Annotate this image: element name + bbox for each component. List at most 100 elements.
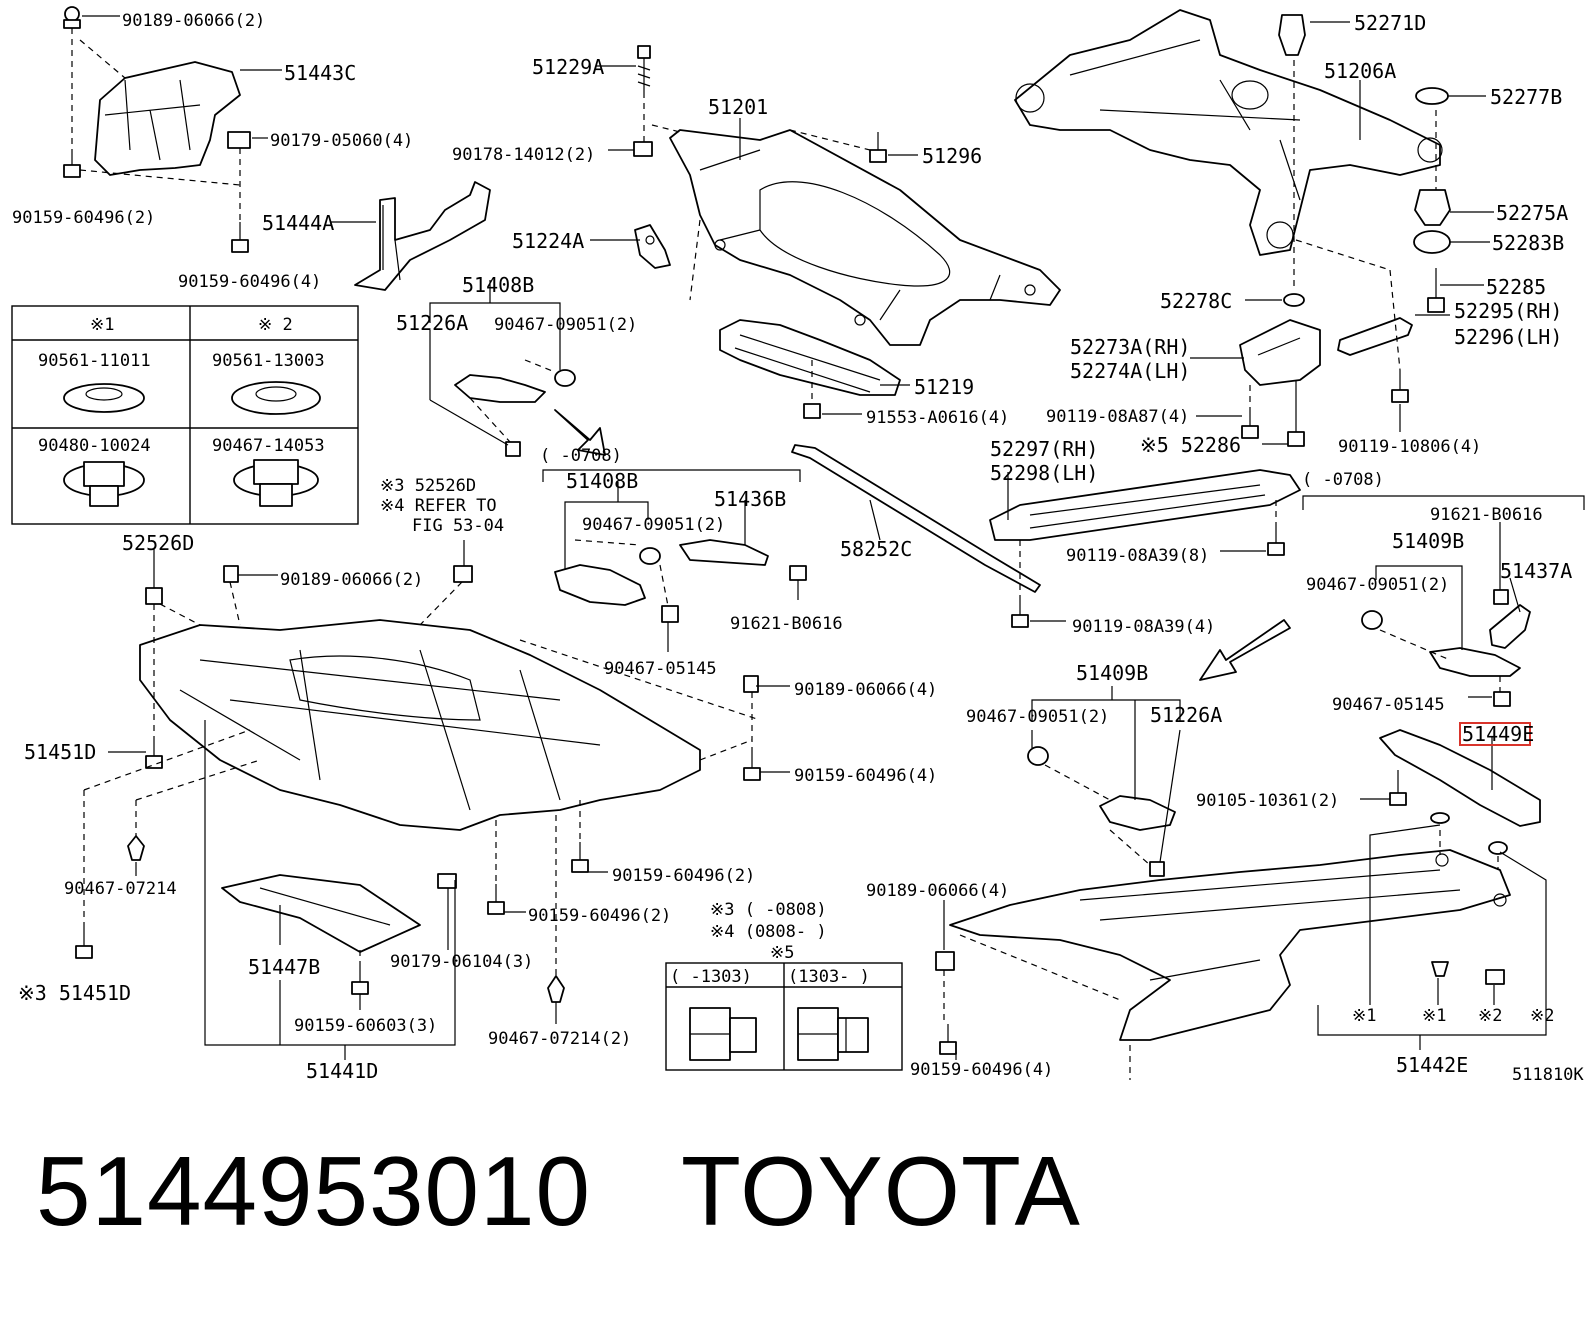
callout: 90467-09051(2): [1306, 575, 1449, 595]
callout-highlighted: 51449E: [1462, 722, 1534, 746]
callout: 90159-60496(4): [794, 766, 937, 786]
callout: 90189-06066(2): [122, 11, 265, 31]
part-51443c-shield: [94, 61, 241, 176]
callout: ※5: [770, 943, 794, 963]
callout: 51226A: [1150, 703, 1222, 727]
callout: 51437A: [1500, 559, 1572, 583]
callout: 52275A: [1496, 201, 1568, 225]
part-51206a-rear-subframe: [1014, 9, 1443, 256]
callout: 90119-08A39(4): [1072, 617, 1215, 637]
clip-icon: [145, 587, 163, 605]
callout: FIG 53-04: [412, 516, 504, 536]
clip-icon: [223, 565, 239, 583]
callout: 52297(RH): [990, 437, 1098, 461]
arrow-icon: [554, 409, 606, 456]
callout: 52295(RH): [1454, 299, 1562, 323]
arrow-icon: [1199, 619, 1291, 681]
callout-labels: 90189-06066(2) 51443C 90179-05060(4) 901…: [12, 11, 1584, 1085]
callout: 90467-09051(2): [582, 515, 725, 535]
nut-icon: [233, 459, 319, 507]
screw-icon: [63, 6, 81, 29]
legend-r2c1: 90480-10024: [38, 436, 151, 456]
clip-icon: [554, 369, 576, 387]
part-51436b-bracket: [679, 539, 769, 566]
bolt-icon: [869, 132, 887, 163]
callout: 90467-05145: [1332, 695, 1445, 715]
bolt-52285-icon: [1427, 268, 1445, 313]
callout: 52277B: [1490, 85, 1562, 109]
part-51409b-seal: [1429, 647, 1521, 677]
callout: ※3 52526D: [380, 476, 476, 496]
note-5-box: [665, 962, 903, 1071]
callout: ※3 ( -0808): [710, 900, 827, 920]
nut-icon: [633, 141, 653, 157]
callout: 90189-06066(4): [794, 680, 937, 700]
callout: 90159-60603(3): [294, 1016, 437, 1036]
clip-icon: [1149, 861, 1165, 877]
legend-head-1: ※1: [90, 315, 114, 335]
legend-head-2: ※ 2: [258, 315, 293, 335]
washer-icon: [63, 383, 145, 413]
callout: 51408B: [462, 273, 534, 297]
bushing-52277b-icon: [1415, 87, 1449, 105]
bolt-icon: [789, 565, 807, 581]
callout: 90179-05060(4): [270, 131, 413, 151]
callout: ※4 REFER TO: [380, 496, 497, 516]
callout: (1303- ): [788, 967, 870, 987]
clip-icon: [505, 441, 521, 457]
bolt-icon: [1241, 410, 1259, 439]
callout: 51229A: [532, 55, 604, 79]
clip-icon: [1027, 746, 1049, 766]
callout: 90178-14012(2): [452, 145, 595, 165]
callout: 91621-B0616: [730, 614, 843, 634]
bolt-icon: [75, 928, 93, 959]
callout: 90467-07214: [64, 879, 177, 899]
callout: 90159-60496(2): [12, 208, 155, 228]
callout: 90467-09051(2): [494, 315, 637, 335]
callout: 90159-60496(2): [612, 866, 755, 886]
callout: 51224A: [512, 229, 584, 253]
washer-icon: [1430, 812, 1450, 824]
callout: 51441D: [306, 1059, 378, 1083]
part-51449e-bracket: [1379, 729, 1541, 827]
part-51447b-cover: [221, 874, 421, 953]
part-51201-front-crossmember: [669, 129, 1061, 346]
callout: ( -0708): [540, 446, 622, 466]
callout: 51436B: [714, 487, 786, 511]
brand-name: TOYOTA: [681, 1136, 1081, 1246]
callout: 90159-60496(2): [528, 906, 671, 926]
callout: 51201: [708, 95, 768, 119]
callout: 90189-06066(4): [866, 881, 1009, 901]
bolt-icon: [939, 1024, 957, 1055]
bolt-icon: [797, 1007, 869, 1061]
part-51224a-plate: [634, 224, 671, 269]
clip-icon: [127, 835, 145, 861]
bolt-icon: [351, 966, 369, 995]
callout: 90467-09051(2): [966, 707, 1109, 727]
bolt-52286-icon: [1287, 380, 1305, 447]
parts-diagram: ※1 ※ 2 90561-11011 90561-13003 90480-100…: [11, 6, 1585, 1085]
nut-icon: [1431, 961, 1449, 977]
bolt-icon: [1389, 770, 1407, 806]
bolt-icon: [571, 842, 589, 873]
callout: 52274A(LH): [1070, 359, 1190, 383]
callout: 52298(LH): [990, 461, 1098, 485]
callout: 90159-60496(4): [178, 272, 321, 292]
callout: 90189-06066(2): [280, 570, 423, 590]
clip-icon: [547, 975, 565, 1003]
clip-icon: [437, 873, 457, 889]
callout: ※1: [1352, 1006, 1376, 1026]
bolt-icon: [1011, 595, 1029, 628]
callout: ( -1303): [670, 967, 752, 987]
callout: 52278C: [1160, 289, 1232, 313]
callout: 52296(LH): [1454, 325, 1562, 349]
part-52295-arm: [1337, 317, 1413, 356]
callout: 51451D: [24, 740, 96, 764]
washer-icon: [1488, 841, 1508, 855]
bolt-icon: [487, 884, 505, 915]
callout: 90119-08A87(4): [1046, 407, 1189, 427]
callout: ※1: [1422, 1006, 1446, 1026]
callout: 91621-B0616: [1430, 505, 1543, 525]
bolt-icon: [63, 150, 81, 178]
